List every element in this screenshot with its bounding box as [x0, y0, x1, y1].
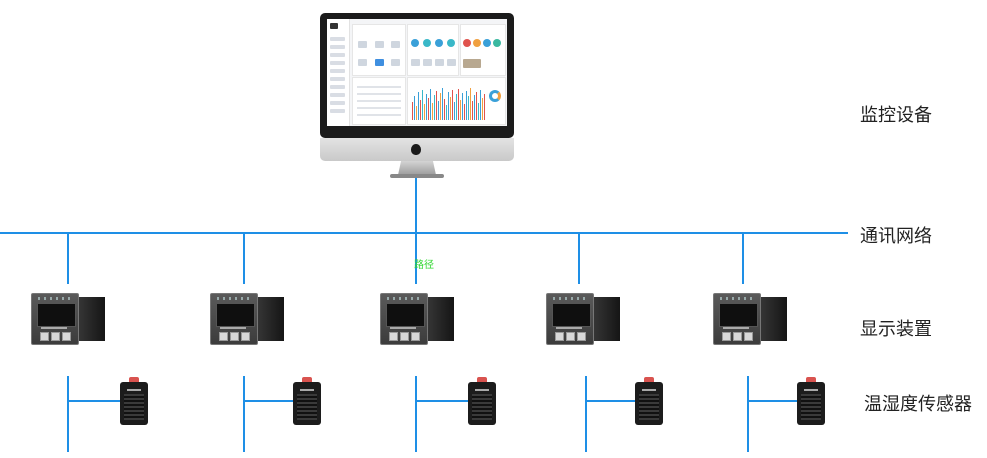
display-device: [31, 293, 105, 345]
label-monitor: 监控设备: [860, 105, 932, 126]
sensor-line-vertical-1: [67, 376, 69, 452]
monitor-bezel: [320, 13, 514, 138]
sensor-line-vertical-4: [585, 376, 587, 452]
network-bus-line: [0, 232, 848, 234]
display-device: [210, 293, 284, 345]
display-device: [713, 293, 787, 345]
apple-logo-icon: [411, 144, 421, 155]
screen-donut-chart: [489, 90, 501, 102]
monitor-screen: [327, 19, 507, 126]
sensor-line-vertical-2: [243, 376, 245, 452]
temp-humidity-sensor: [635, 377, 663, 425]
path-tag: 路径: [414, 260, 434, 271]
label-sensor: 温湿度传感器: [864, 394, 972, 415]
monitor-stand-base: [390, 174, 444, 178]
display-device: [546, 293, 620, 345]
sensor-line-branch-2: [243, 400, 293, 402]
sensor-line-vertical-3: [415, 376, 417, 452]
monitoring-computer: [320, 13, 514, 178]
temp-humidity-sensor: [293, 377, 321, 425]
display-drop-line-1: [67, 232, 69, 284]
display-drop-line-2: [243, 232, 245, 284]
temp-humidity-sensor: [120, 377, 148, 425]
display-drop-line-5: [742, 232, 744, 284]
display-drop-line-3: [415, 232, 417, 284]
sensor-line-vertical-5: [747, 376, 749, 452]
screen-panel-alerts: [460, 24, 506, 76]
sensor-line-branch-3: [415, 400, 468, 402]
screen-panel-devices: [352, 24, 406, 76]
temp-humidity-sensor: [797, 377, 825, 425]
sensor-line-branch-1: [67, 400, 121, 402]
monitor-stand: [398, 161, 436, 175]
screen-panel-list: [352, 77, 406, 125]
screen-panel-chart: [407, 77, 506, 125]
label-display: 显示装置: [860, 319, 932, 340]
screen-bar-chart: [412, 86, 486, 120]
label-network: 通讯网络: [860, 226, 932, 247]
sensor-line-branch-4: [585, 400, 635, 402]
screen-panel-status: [407, 24, 459, 76]
sensor-line-branch-5: [747, 400, 797, 402]
temp-humidity-sensor: [468, 377, 496, 425]
monitor-uplink-line: [415, 178, 417, 233]
display-drop-line-4: [578, 232, 580, 284]
screen-sidebar: [327, 19, 350, 126]
display-device: [380, 293, 454, 345]
